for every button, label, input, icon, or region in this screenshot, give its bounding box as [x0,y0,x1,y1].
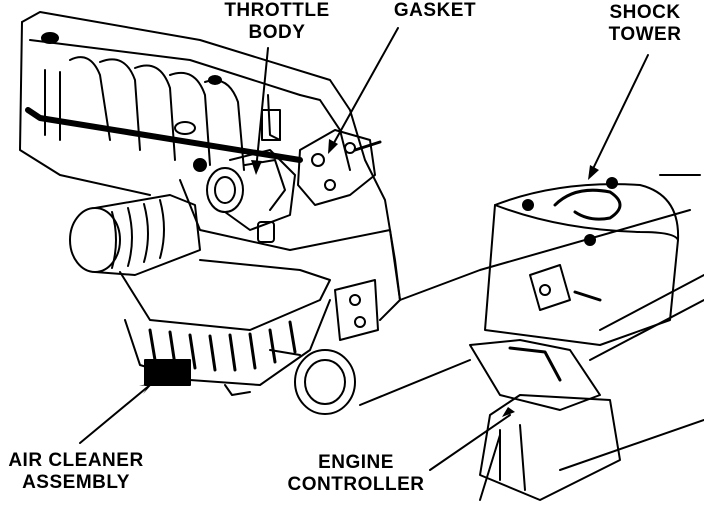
air-cleaner-label-line-2: ASSEMBLY [22,472,130,493]
leader-shock-tower [589,54,649,176]
engine-controller-label-line-2: CONTROLLER [287,474,425,495]
air-cleaner-assembly-label: AIR CLEANER ASSEMBLY [0,450,152,494]
air-cleaner-label-line-1: AIR CLEANER [8,450,144,471]
air-cleaner-part [69,194,379,415]
engine-controller-part [359,209,704,501]
throttle-body-part [193,94,296,243]
shock-tower-label: SHOCK TOWER [595,2,695,46]
throttle-body-label-line-2: BODY [248,22,306,43]
leader-throttle-body [255,47,269,171]
intake-manifold [19,11,401,321]
leader-air-cleaner [79,384,151,444]
gasket-label-line-1: GASKET [393,0,477,21]
leader-lines [79,27,649,501]
leader-arrowheads [139,139,599,417]
throttle-body-label-line-1: THROTTLE [224,0,330,21]
engine-controller-label-line-1: ENGINE [318,452,394,473]
leader-engine-controller [429,414,511,471]
throttle-body-label: THROTTLE BODY [222,0,332,44]
shock-tower-label-line-2: TOWER [608,24,682,45]
engine-controller-label: ENGINE CONTROLLER [276,452,436,496]
leader-gasket [329,27,399,151]
shock-tower-part [484,174,701,346]
gasket-label: GASKET [380,0,490,22]
shock-tower-label-line-1: SHOCK [609,2,681,23]
